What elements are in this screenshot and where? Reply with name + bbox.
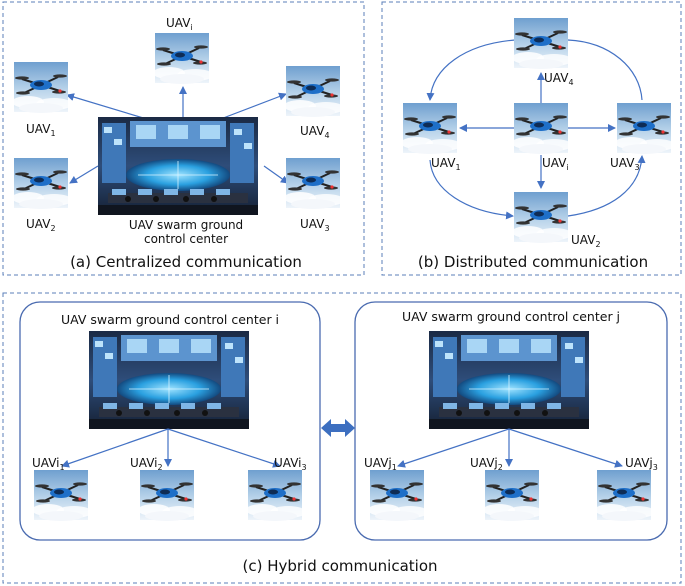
arrow-center-to-uav3 [263,165,289,184]
label-uav1: UAV1 [26,122,56,138]
center-j-box [354,301,668,541]
caption-a: (a) Centralized communication [70,253,302,271]
drone-photo-icon [511,102,573,155]
label-uav-top: UAVi [166,16,193,32]
drone-photo-icon [11,61,73,114]
arrow-center-to-uav4 [217,92,287,121]
panel-a-border [2,1,365,276]
caption-c: (c) Hybrid communication [242,557,437,575]
drone-photo-icon [482,469,544,522]
arrow-ci-to-uavi3 [167,428,281,468]
arc-uav1-to-uav2 [429,159,514,220]
drone-photo-icon [400,102,462,155]
caption-b: (b) Distributed communication [418,253,648,271]
drone-photo-icon [245,469,307,522]
label-b-uav2: UAV2 [571,233,601,249]
label-b-uav3: UAV3 [610,156,640,172]
arrow-center-to-uav1 [66,93,151,121]
label-b-uav4: UAV4 [544,71,574,87]
panel-a: UAVi UAV1 UAV4 UAV2 UAV3 UAV swarm groun… [11,16,345,271]
drone-photo-icon [31,469,93,522]
control-room-photo-icon [428,330,590,430]
control-room-photo-icon [88,330,250,430]
drone-photo-icon [594,469,656,522]
label-b-uavi: UAVi [542,156,569,172]
center-j-title: UAV swarm ground control center j [402,309,620,324]
drone-photo-icon [11,157,73,210]
panel-c: UAV swarm ground control center i UAV sw… [19,301,668,575]
label-uavj1: UAVj1 [364,456,397,472]
label-uav2: UAV2 [26,217,56,233]
panel-b-border [381,1,682,276]
center-label-line2: control center [144,232,228,246]
drone-photo-icon [152,32,214,85]
arrow-cj-to-uavj1 [397,428,510,468]
drone-photo-icon [614,102,676,155]
arc-uav2-to-uav3 [567,155,646,217]
label-uavj3: UAVj3 [625,456,658,472]
arrow-ci-to-uavi1 [61,428,169,468]
label-uav3: UAV3 [300,217,330,233]
drone-photo-icon [137,469,199,522]
double-arrow-icon [321,419,355,437]
drone-photo-icon [283,65,345,118]
label-b-uav1: UAV1 [431,156,461,172]
arc-uav4-to-uav1 [426,39,516,101]
panel-c-border [2,292,682,584]
label-uav4: UAV4 [300,124,330,140]
arrow-center-to-uav2 [69,165,99,184]
arrow-cj-to-uavj3 [508,428,623,468]
drone-photo-icon [367,469,429,522]
label-uavj2: UAVj2 [470,456,503,472]
center-i-box [19,301,321,541]
center-i-title: UAV swarm ground control center i [61,312,279,327]
drone-photo-icon [283,157,345,210]
label-uavi2: UAVi2 [130,456,163,472]
label-uavi1: UAVi1 [32,456,65,472]
drone-photo-icon [511,191,573,244]
drone-photo-icon [511,17,573,70]
label-uavi3: UAVi3 [274,456,307,472]
arc-uav4-to-uav3 [567,39,643,101]
panel-b: UAV4 UAVi UAV1 UAV3 UAV2 (b) Distributed… [400,17,676,271]
center-label-line1: UAV swarm ground [129,218,243,232]
control-room-photo-icon [97,116,259,216]
